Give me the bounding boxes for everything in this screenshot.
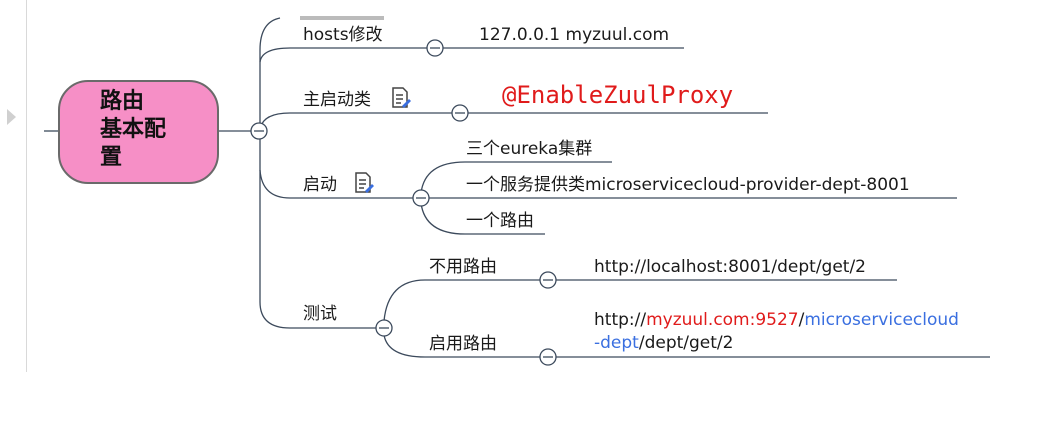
url-rest: /dept/get/2: [638, 333, 734, 353]
with-route-label[interactable]: 启用路由: [429, 334, 497, 354]
no-route-url[interactable]: http://localhost:8001/dept/get/2: [594, 257, 866, 277]
with-route-url-line2[interactable]: -dept/dept/get/2: [594, 333, 733, 353]
left-panel-border: [26, 0, 27, 372]
root-node[interactable]: 路由 基本配 置: [58, 80, 219, 184]
start-item3-line: [420, 202, 545, 235]
url-slash: /: [798, 310, 805, 330]
no-route-branch-line: [383, 279, 540, 322]
root-label-line3: 置: [100, 145, 123, 170]
main-class-branch-label[interactable]: 主启动类: [303, 90, 371, 110]
url-service-cont: -dept: [594, 333, 639, 353]
with-route-url-line1[interactable]: http://myzuul.com:9527/microservicecloud: [594, 310, 959, 330]
test-branch-label[interactable]: 测试: [303, 304, 337, 324]
expand-arrow-icon[interactable]: [7, 109, 16, 125]
note-icon[interactable]: [354, 172, 374, 198]
start-item-eureka[interactable]: 三个eureka集群: [466, 139, 593, 159]
start-item-route[interactable]: 一个路由: [466, 211, 534, 231]
start-item1-line: [420, 161, 612, 194]
with-route-branch-line: [383, 334, 540, 358]
start-branch-label[interactable]: 启动: [303, 175, 337, 195]
root-label-line2: 基本配: [100, 117, 167, 142]
hosts-branch-line: [259, 47, 432, 63]
url-prefix: http://: [594, 310, 647, 330]
start-item-provider[interactable]: 一个服务提供类microservicecloud-provider-dept-8…: [466, 175, 910, 195]
main-class-branch-line: [259, 112, 452, 131]
main-class-value[interactable]: @EnableZuulProxy: [502, 81, 734, 109]
hosts-branch-label[interactable]: hosts修改: [303, 25, 383, 45]
url-service: microservicecloud: [804, 310, 959, 330]
start-branch-line: [259, 169, 413, 199]
note-icon[interactable]: [391, 87, 411, 113]
root-label-line1: 路由: [100, 89, 145, 114]
hosts-value[interactable]: 127.0.0.1 myzuul.com: [479, 25, 670, 45]
trunk-line: [259, 17, 291, 329]
url-host: myzuul.com:9527: [646, 310, 799, 330]
no-route-label[interactable]: 不用路由: [429, 257, 497, 277]
